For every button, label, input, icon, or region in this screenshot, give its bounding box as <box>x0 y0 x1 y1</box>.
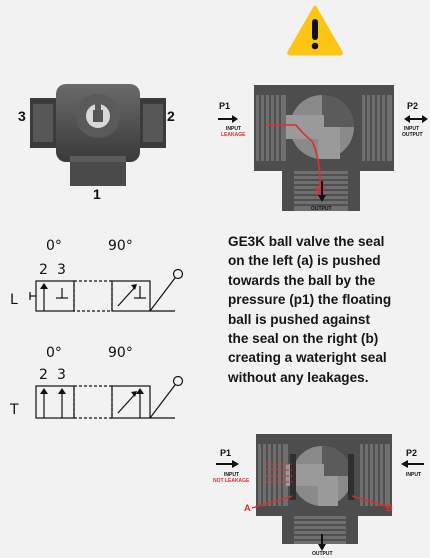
description-text: GE3K ball valve the seal on the left (a)… <box>228 232 428 387</box>
p2-label: P2 <box>406 448 418 458</box>
p2-input-label: INPUT <box>406 472 421 478</box>
description-line: without any leakages. <box>228 369 369 385</box>
port-label-1: 1 <box>93 186 101 202</box>
type-l-label: L <box>10 292 18 308</box>
description-line: the seal on the right (b) <box>228 331 379 347</box>
leakage-cross-section <box>214 75 430 225</box>
p2-output-label: OUTPUT <box>402 132 423 138</box>
p1-leakage-label: LEAKAGE <box>221 132 246 138</box>
p2-label: P2 <box>407 101 419 111</box>
not-leakage-label: NOT LEAKAGE <box>213 478 250 484</box>
description-line: creating a wateright seal <box>228 350 387 366</box>
output-label-top: OUTPUT <box>311 206 332 212</box>
description-line: GE3K ball valve the seal <box>228 234 385 249</box>
output-label-bottom: OUTPUT <box>312 551 333 557</box>
angle-90-label: 90° <box>108 238 133 254</box>
description-line: ball is pushed against <box>228 311 371 327</box>
valve-front-view <box>0 72 200 202</box>
type-t-label: T <box>9 402 19 418</box>
seal-b-label: B <box>386 503 393 513</box>
port-2-label: 2 <box>39 367 48 383</box>
angle-90-label: 90° <box>108 345 133 361</box>
angle-0-label: 0° <box>46 238 62 254</box>
valve-symbol-t: 0° 90° 2 3 T <box>0 335 220 435</box>
description-line: on the left (a) is pushed <box>228 253 381 269</box>
warning-triangle-icon <box>286 4 344 56</box>
p1-label: P1 <box>220 448 232 458</box>
valve-symbol-l: 0° 90° 2 3 L <box>0 228 220 328</box>
port-label-3: 3 <box>18 108 26 124</box>
port-3-label: 3 <box>57 367 66 383</box>
port-label-2: 2 <box>167 108 175 124</box>
p1-input-label: INPUT <box>224 472 239 478</box>
description-line: pressure (p1) the floating <box>228 292 392 308</box>
seal-a-label: A <box>244 503 251 513</box>
sealed-cross-section <box>212 430 430 558</box>
p2-input-label: INPUT <box>404 126 419 132</box>
description-line: towards the ball by the <box>228 272 376 288</box>
angle-0-label: 0° <box>46 345 62 361</box>
port-2-label: 2 <box>39 262 48 278</box>
port-3-label: 3 <box>57 262 66 278</box>
p1-label: P1 <box>219 101 231 111</box>
p1-input-label: INPUT <box>226 126 241 132</box>
